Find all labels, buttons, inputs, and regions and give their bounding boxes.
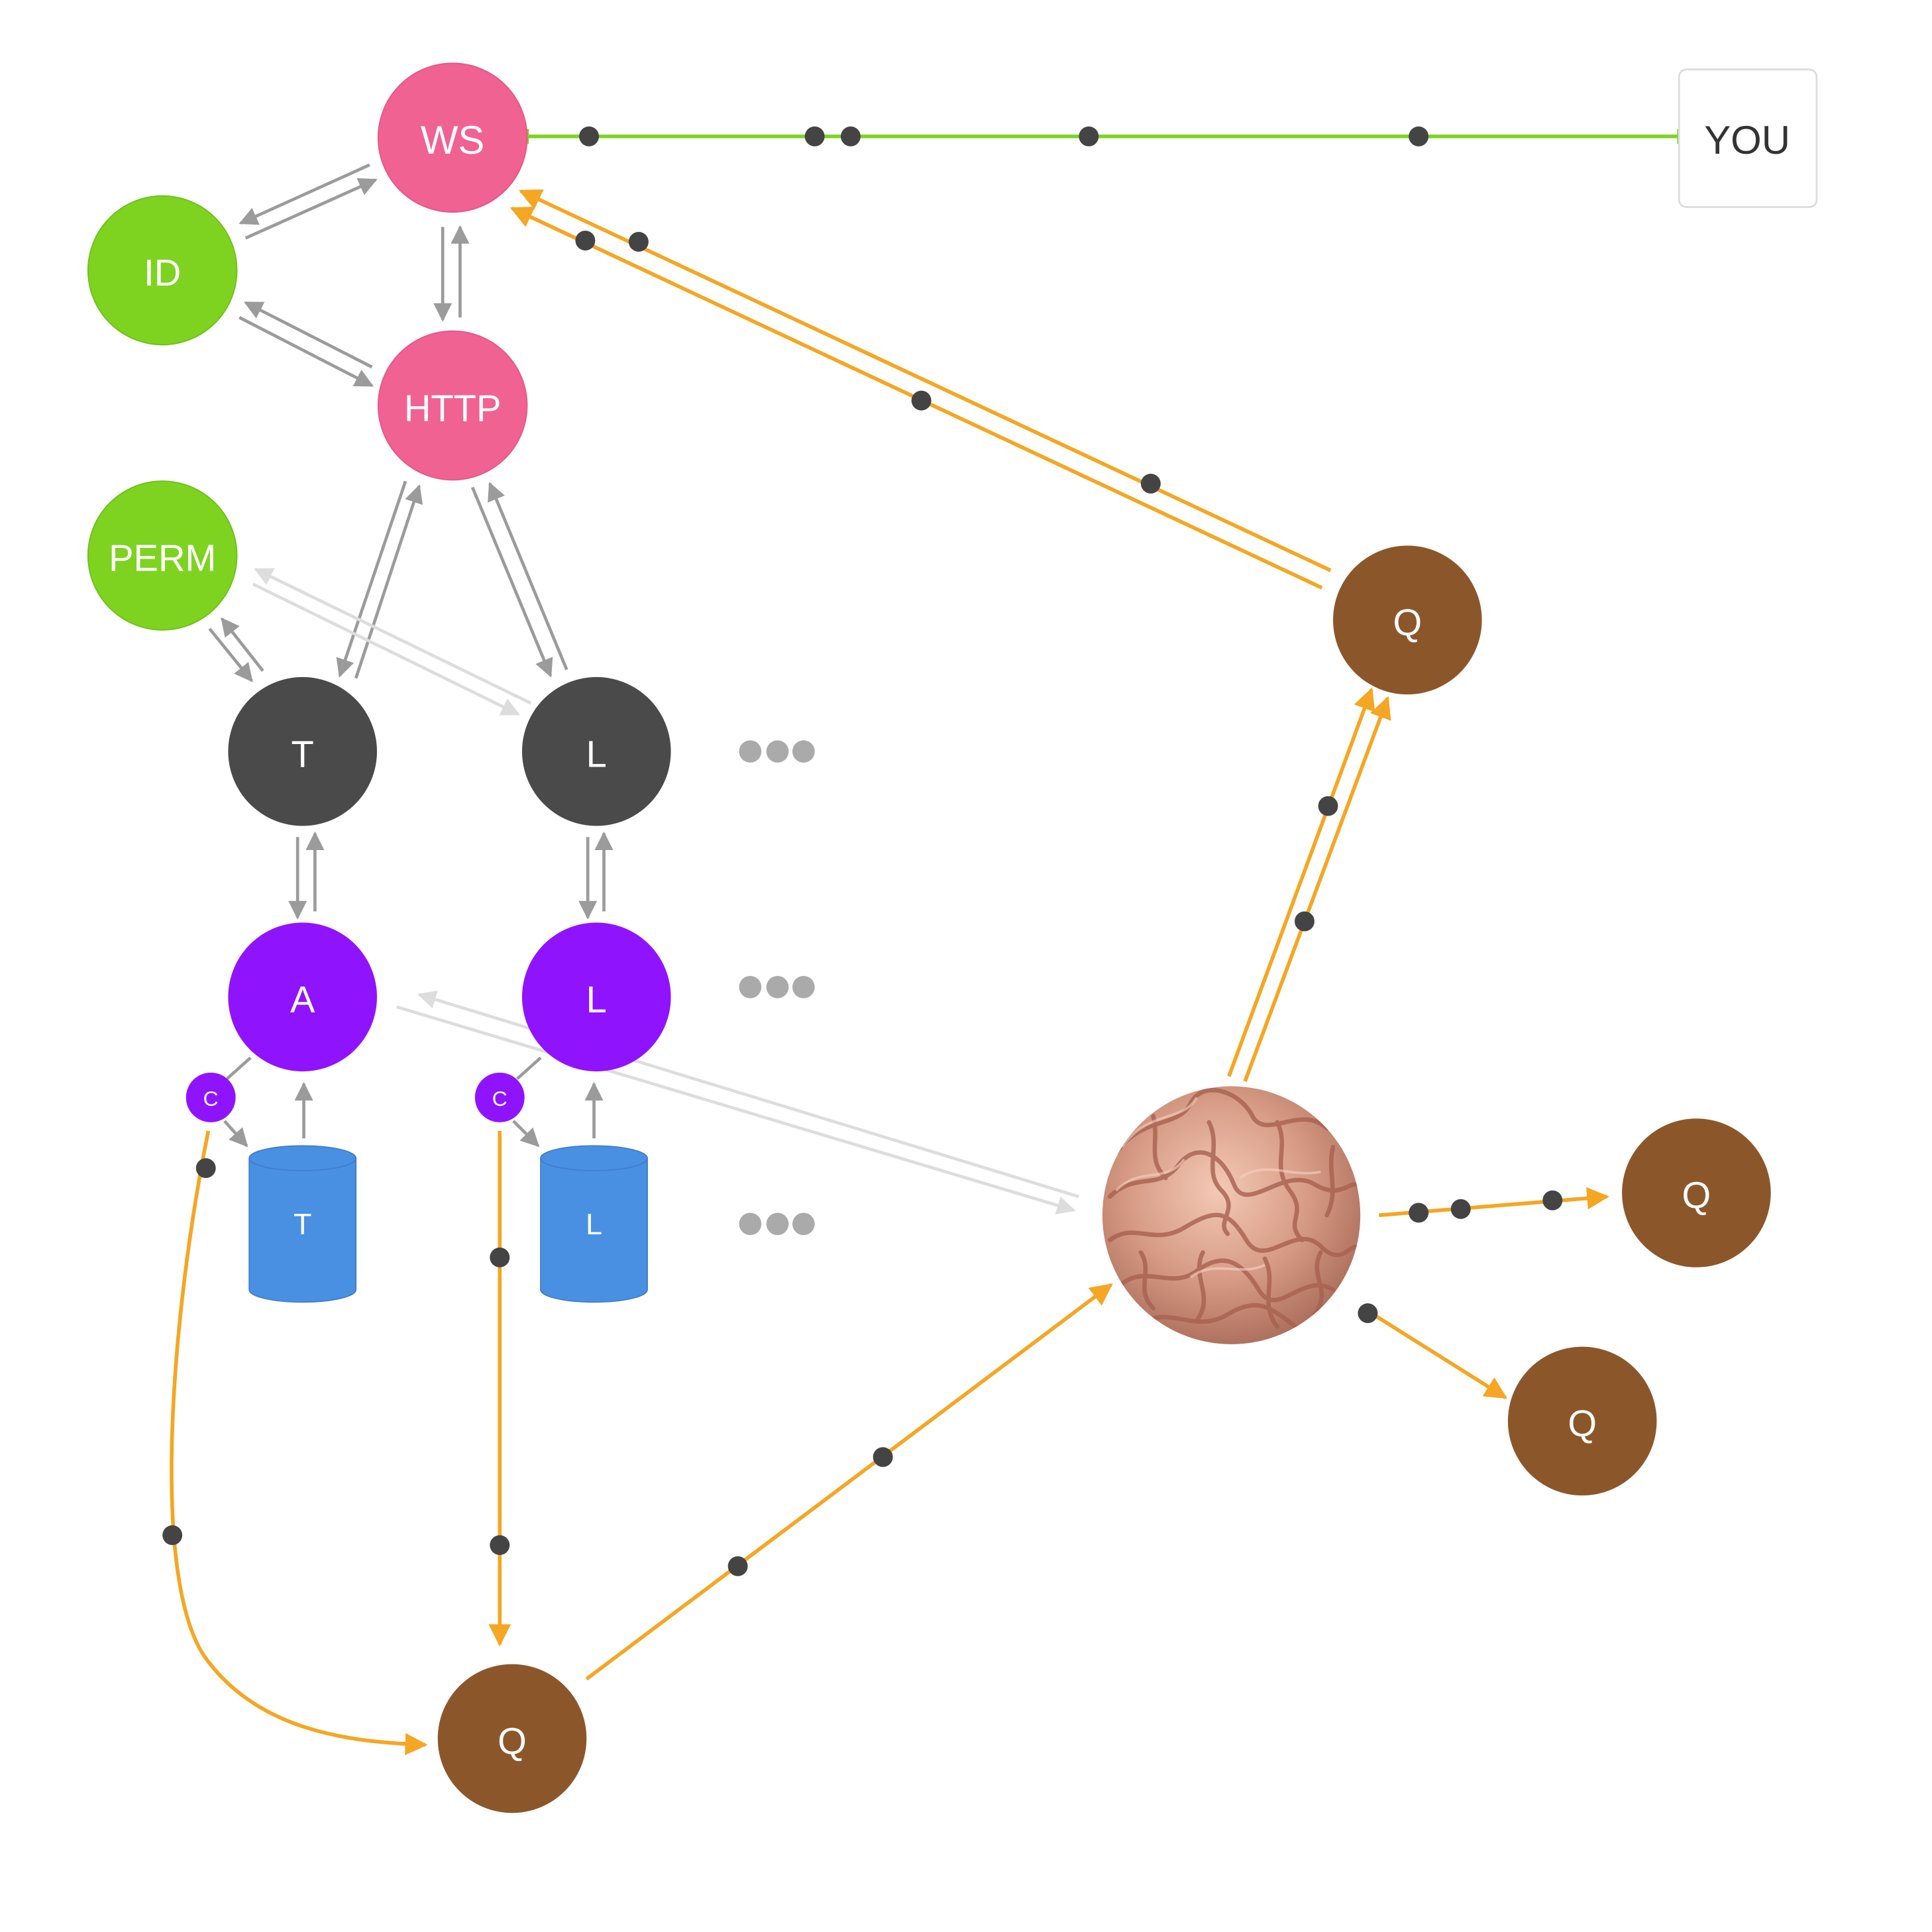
node-t-dark-label: T: [292, 733, 314, 775]
node-c2[interactable]: C: [474, 1072, 525, 1122]
node-q-right2-label: Q: [1568, 1403, 1597, 1444]
node-id-label: ID: [144, 252, 181, 294]
node-c1[interactable]: C: [186, 1072, 236, 1122]
gray-arrows: [208, 163, 614, 1148]
node-a-purple-label: A: [290, 979, 315, 1020]
node-ws[interactable]: WS: [377, 62, 528, 213]
database-l-label: L: [586, 1207, 602, 1241]
node-http-label: HTTP: [404, 387, 502, 429]
you-label: YOU: [1704, 118, 1790, 162]
database-t-label: T: [294, 1207, 311, 1241]
node-q-right1[interactable]: Q: [1622, 1118, 1771, 1267]
node-q-right2[interactable]: Q: [1507, 1346, 1657, 1496]
database-t[interactable]: T: [248, 1145, 357, 1303]
node-c1-label: C: [203, 1087, 219, 1110]
node-l-purple-label: L: [586, 979, 607, 1020]
node-c2-label: C: [492, 1087, 508, 1110]
ws-you-connection: [525, 126, 1681, 146]
ellipsis-icon: [739, 1212, 815, 1236]
node-q-bottom-label: Q: [498, 1720, 527, 1762]
node-l-dark-label: L: [586, 733, 607, 775]
node-perm[interactable]: PERM: [87, 480, 238, 631]
brain-image[interactable]: [1102, 1086, 1364, 1344]
node-q-right1-label: Q: [1682, 1175, 1711, 1216]
light-arrows: [252, 567, 1080, 1214]
node-perm-label: PERM: [109, 537, 216, 579]
you-box[interactable]: YOU: [1678, 68, 1818, 208]
database-l[interactable]: L: [540, 1145, 648, 1303]
node-q-bottom[interactable]: Q: [437, 1664, 587, 1813]
node-ws-label: WS: [421, 118, 484, 162]
node-q-top[interactable]: Q: [1333, 545, 1482, 695]
ellipsis-icon: [739, 975, 815, 998]
node-l-purple[interactable]: L: [521, 922, 671, 1072]
node-t-dark[interactable]: T: [228, 676, 377, 826]
ellipsis-icon: [739, 740, 815, 763]
node-http[interactable]: HTTP: [377, 330, 528, 481]
node-q-top-label: Q: [1393, 602, 1422, 643]
node-a-purple[interactable]: A: [228, 922, 377, 1072]
node-l-dark[interactable]: L: [521, 676, 671, 826]
connection-dots: [162, 231, 1563, 1576]
node-id[interactable]: ID: [87, 195, 238, 346]
